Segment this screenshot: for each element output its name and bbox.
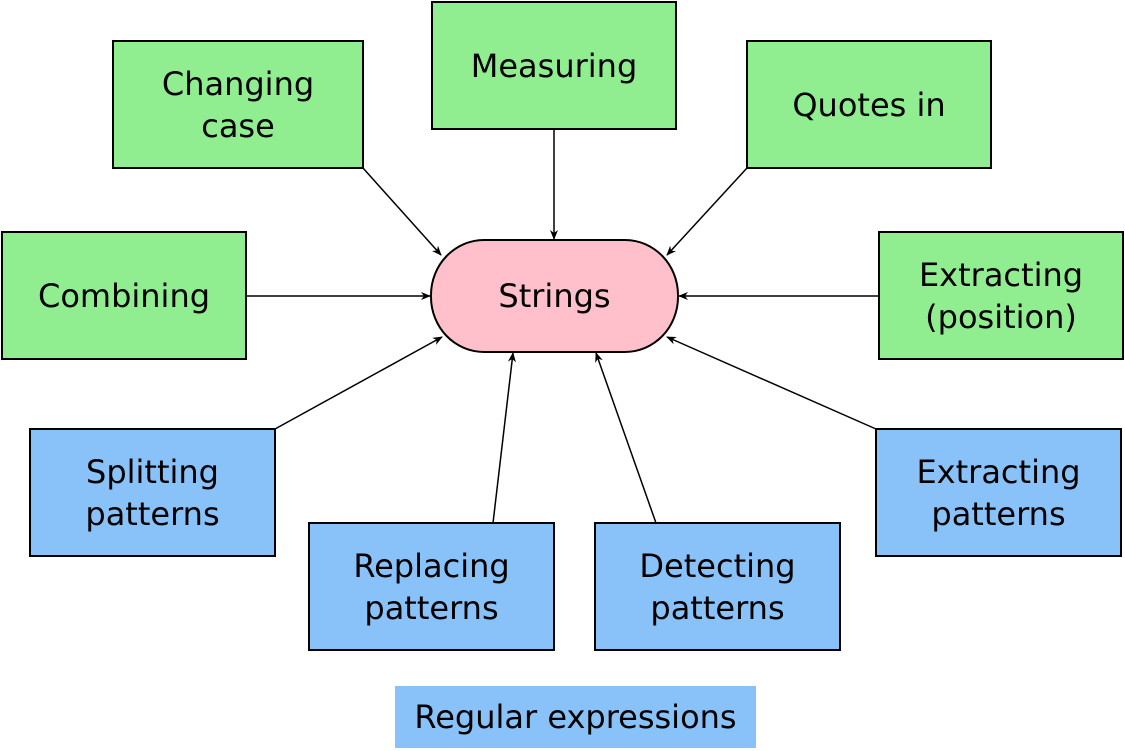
node-extracting-patterns: Extracting patterns <box>875 428 1122 557</box>
legend-regular-expressions: Regular expressions <box>395 686 756 748</box>
node-label: Extracting patterns <box>916 452 1081 533</box>
node-label: Quotes in <box>792 85 946 124</box>
node-quotes-in: Quotes in <box>746 40 992 169</box>
node-extracting-position: Extracting (position) <box>878 231 1124 360</box>
node-label: Measuring <box>470 46 638 85</box>
node-measuring: Measuring <box>431 1 677 130</box>
center-label: Strings <box>498 277 611 315</box>
node-splitting-patterns: Splitting patterns <box>29 428 276 557</box>
edge-splitting <box>274 336 443 430</box>
node-label: Extracting (position) <box>918 255 1084 336</box>
edge-replacing <box>492 352 516 524</box>
edge-changing-case <box>362 167 442 256</box>
node-label: Detecting patterns <box>639 546 796 627</box>
node-strings: Strings <box>430 239 679 353</box>
node-label: Combining <box>37 276 211 315</box>
edge-extracting-patterns <box>666 336 877 430</box>
node-changing-case: Changing case <box>112 40 364 169</box>
node-label: Splitting patterns <box>85 452 220 533</box>
node-combining: Combining <box>1 231 247 360</box>
node-detecting-patterns: Detecting patterns <box>594 522 841 651</box>
edge-detecting <box>595 352 657 524</box>
node-replacing-patterns: Replacing patterns <box>308 522 555 651</box>
edge-quotes-in <box>666 167 748 256</box>
legend-label: Regular expressions <box>414 698 737 736</box>
node-label: Changing case <box>161 64 315 145</box>
node-label: Replacing patterns <box>353 546 510 627</box>
